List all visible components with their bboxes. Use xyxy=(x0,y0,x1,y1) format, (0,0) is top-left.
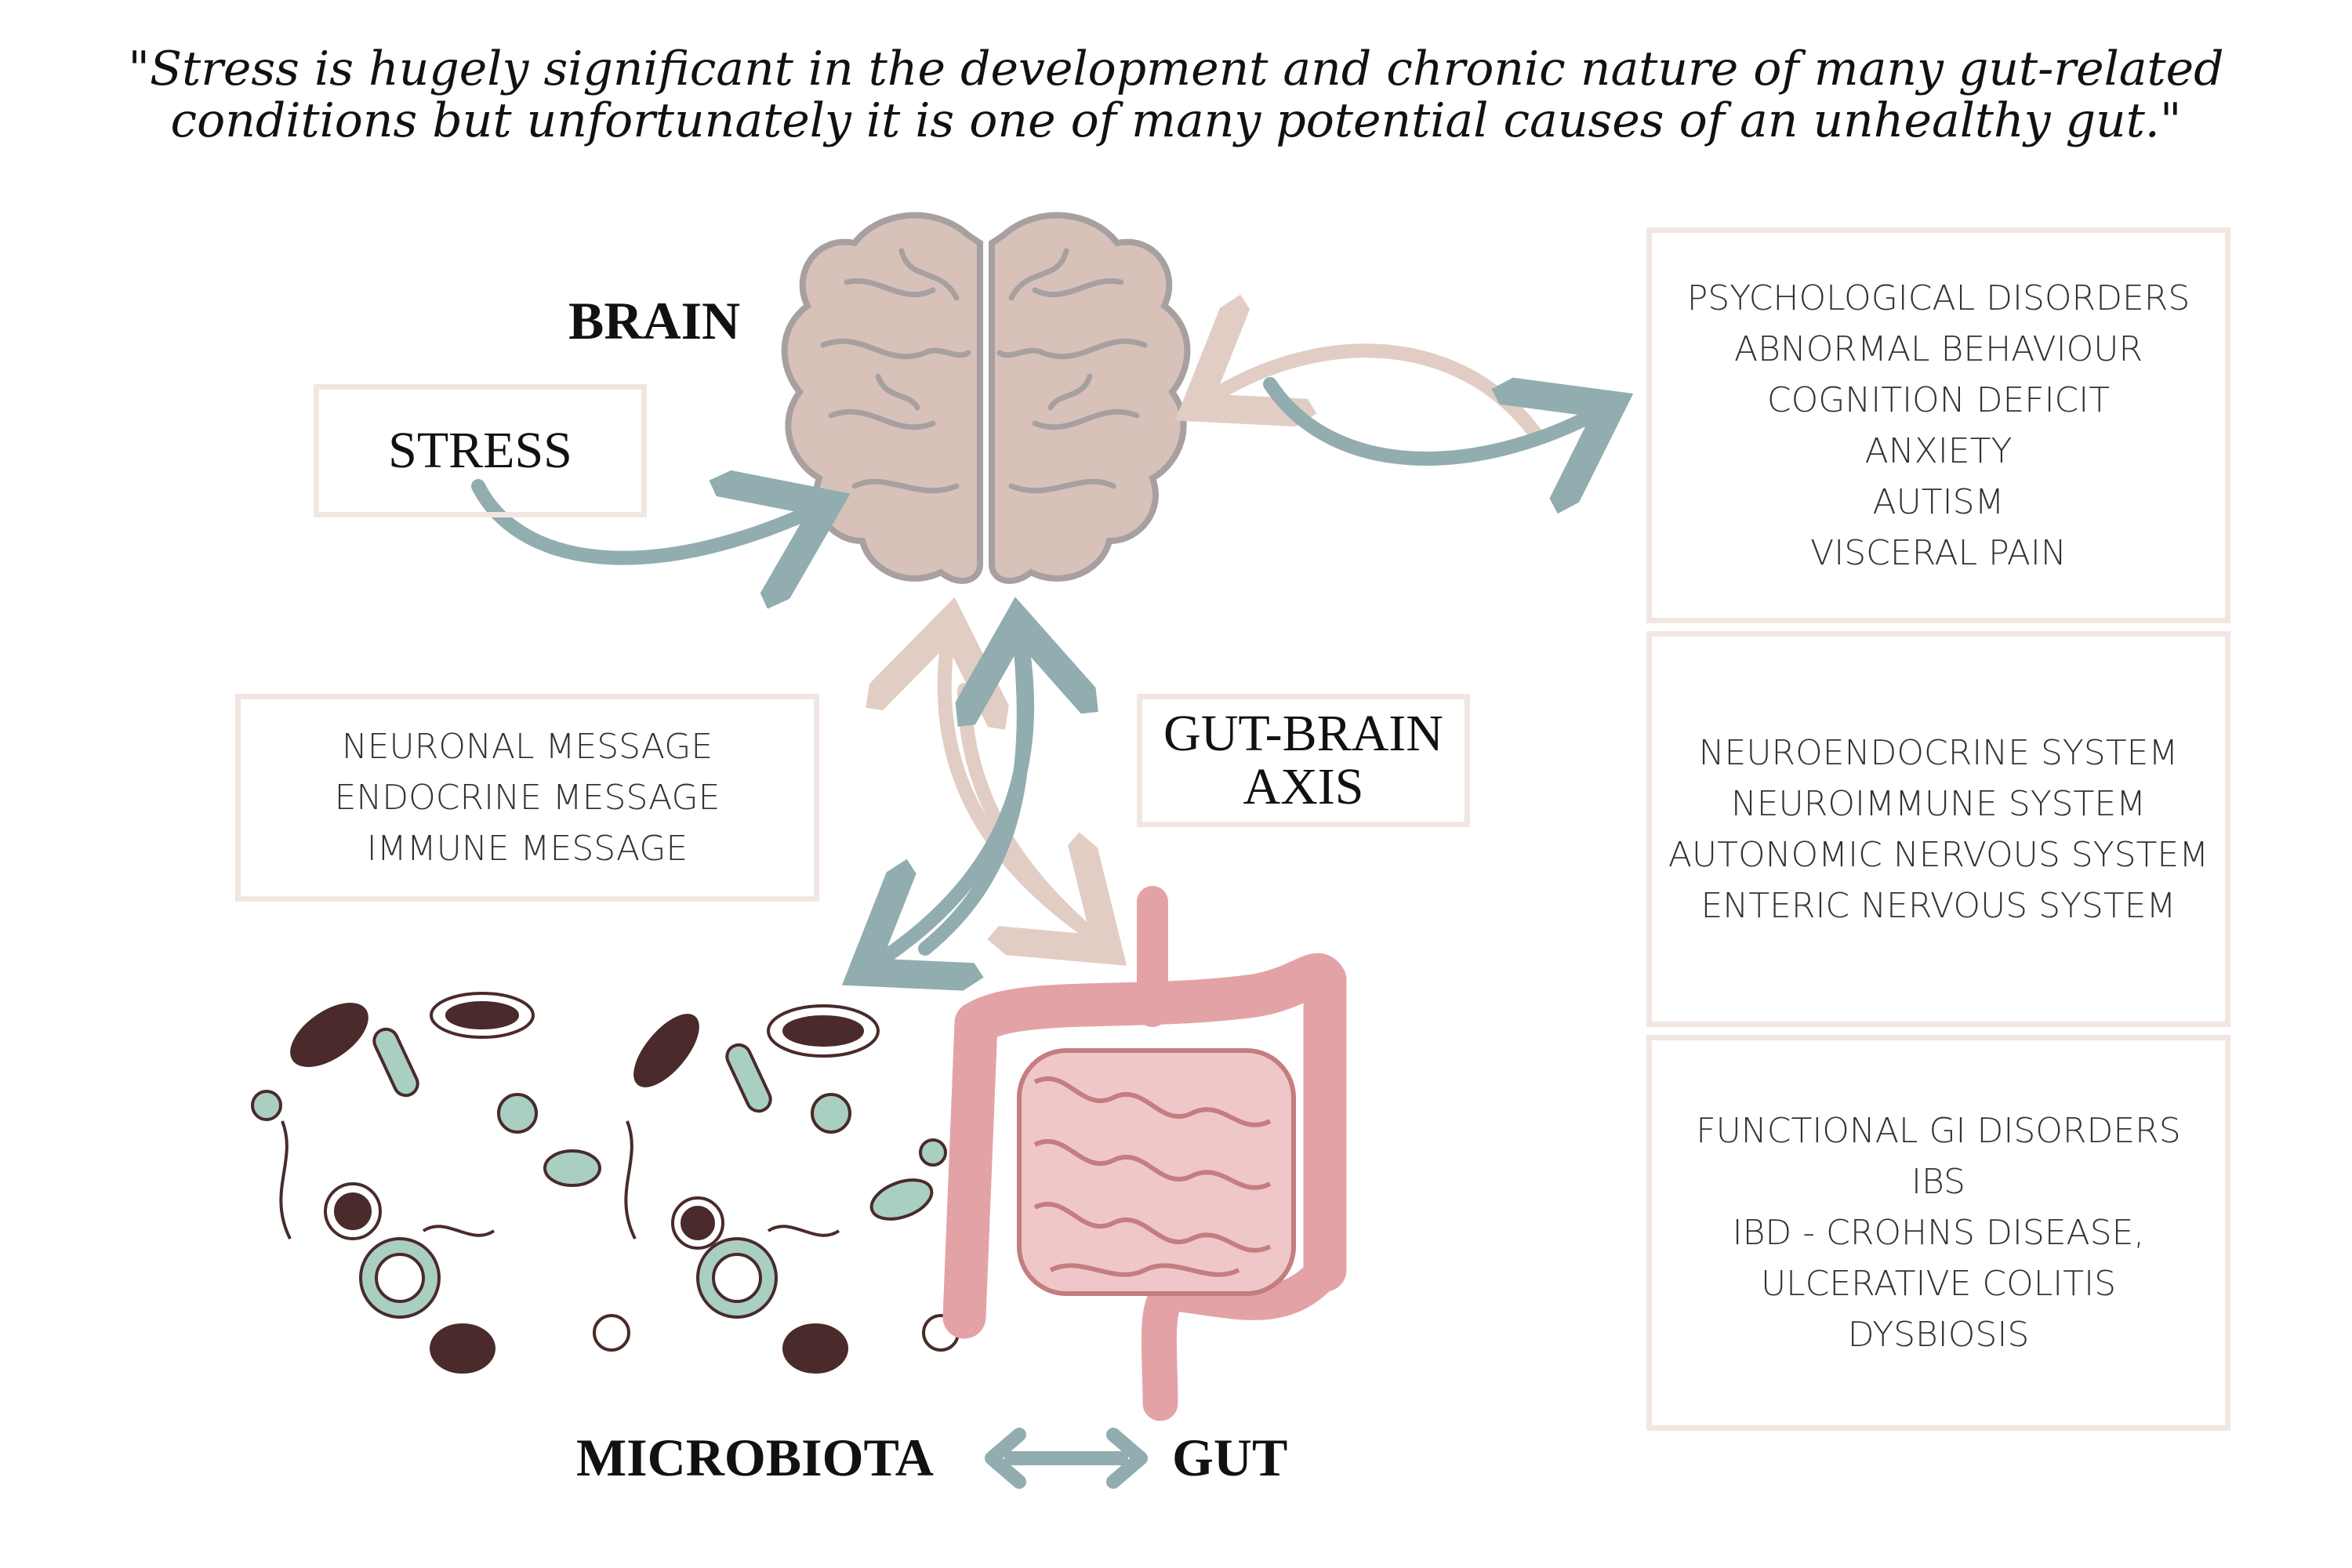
messages-box: NEURONAL MESSAGE ENDOCRINE MESSAGE IMMUN… xyxy=(235,694,819,902)
microbiota-to-brain-arrow xyxy=(918,635,1024,956)
system-item: NEUROENDOCRINE SYSTEM xyxy=(1698,732,2179,773)
gi-disorders-box: FUNCTIONAL GI DISORDERS IBS IBD - CROHNS… xyxy=(1646,1035,2230,1431)
disorder-item: VISCERAL PAIN xyxy=(1810,532,2067,573)
gut-brain-axis-line2: AXIS xyxy=(1243,758,1364,815)
gi-disorder-item: ULCERATIVE COLITIS xyxy=(1760,1264,2117,1304)
system-item: AUTONOMIC NERVOUS SYSTEM xyxy=(1668,834,2209,875)
gi-disorder-item: FUNCTIONAL GI DISORDERS xyxy=(1696,1111,2181,1151)
disorder-item: AUTISM xyxy=(1872,481,2005,522)
microbiota-label: MICROBIOTA xyxy=(576,1428,934,1487)
brain-icon xyxy=(781,212,1191,584)
gut-brain-axis-label: GUT-BRAIN AXIS xyxy=(1163,707,1443,814)
systems-box: NEUROENDOCRINE SYSTEM NEUROIMMUNE SYSTEM… xyxy=(1646,631,2230,1027)
disorders-box: PSYCHOLOGICAL DISORDERS ABNORMAL BEHAVIO… xyxy=(1646,227,2230,623)
gut-brain-axis-box: GUT-BRAIN AXIS xyxy=(1137,694,1470,827)
header-quote: "Stress is hugely significant in the dev… xyxy=(128,42,2224,148)
system-item: ENTERIC NERVOUS SYSTEM xyxy=(1700,885,2176,926)
message-item-endocrine: ENDOCRINE MESSAGE xyxy=(334,778,720,818)
gi-disorder-item: IBS xyxy=(1911,1162,1965,1202)
message-item-neuronal: NEURONAL MESSAGE xyxy=(341,727,713,767)
stress-box: STRESS xyxy=(314,384,647,517)
messages-list: NEURONAL MESSAGE ENDOCRINE MESSAGE IMMUN… xyxy=(335,721,720,874)
systems-list: NEUROENDOCRINE SYSTEM NEUROIMMUNE SYSTEM… xyxy=(1668,728,2209,931)
gi-disorder-item: IBD - CROHNS DISEASE, xyxy=(1732,1213,2145,1253)
intestine-icon xyxy=(942,886,1347,1421)
disorder-item: PSYCHOLOGICAL DISORDERS xyxy=(1686,278,2190,318)
stress-label: STRESS xyxy=(388,422,572,479)
microbiota-gut-double-arrow xyxy=(985,1428,1148,1489)
microbiota-illustration xyxy=(243,964,1058,1388)
gi-disorder-item: DYSBIOSIS xyxy=(1847,1315,2030,1355)
gut-label: GUT xyxy=(1172,1428,1288,1487)
disorder-item: COGNITION DEFICIT xyxy=(1766,379,2111,420)
brain-label: BRAIN xyxy=(568,291,741,350)
brain-to-disorders-arrow xyxy=(1263,384,1599,459)
disorders-list: PSYCHOLOGICAL DISORDERS ABNORMAL BEHAVIO… xyxy=(1687,273,2190,579)
disorders-to-brain-arrow xyxy=(1207,350,1544,442)
brain-to-gut-arrow-pink xyxy=(957,683,1098,941)
system-item: NEUROIMMUNE SYSTEM xyxy=(1730,783,2147,824)
disorder-item: ABNORMAL BEHAVIOUR xyxy=(1733,328,2143,369)
message-item-immune: IMMUNE MESSAGE xyxy=(366,829,688,869)
gi-disorders-list: FUNCTIONAL GI DISORDERS IBS IBD - CROHNS… xyxy=(1696,1105,2180,1360)
disorder-item: ANXIETY xyxy=(1864,430,2013,471)
gut-brain-axis-line1: GUT-BRAIN xyxy=(1163,705,1443,762)
